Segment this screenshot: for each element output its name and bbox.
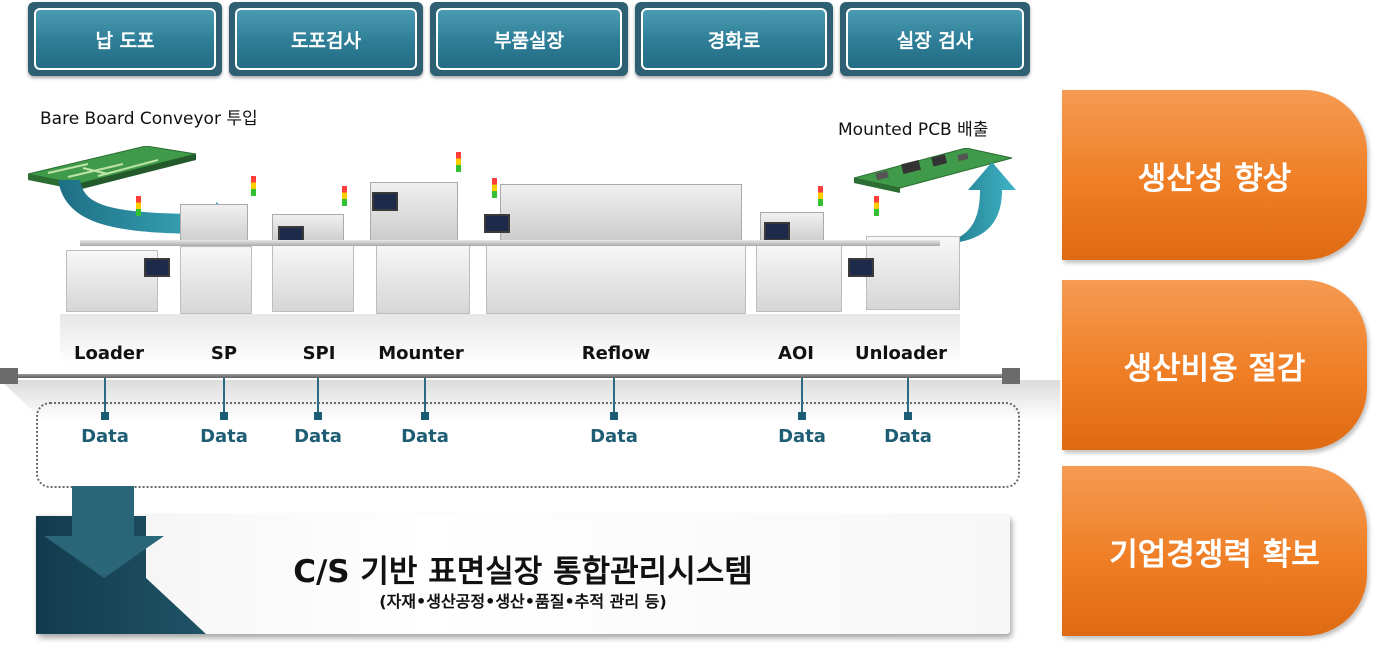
system-subtitle: (자재•생산공정•생산•품질•추적 관리 등)	[379, 592, 667, 611]
benefit-competitiveness: 기업경쟁력 확보	[1062, 466, 1367, 636]
output-arrow-icon	[936, 162, 1016, 244]
data-labels: Data Data Data Data Data Data Data	[0, 424, 1000, 454]
machine-label-aoi: AOI	[778, 343, 814, 364]
step-reflow: 경화로	[635, 2, 833, 76]
data-collection-area	[36, 402, 1020, 488]
loader-signal-lamp	[136, 196, 141, 216]
data-tap-node	[314, 412, 322, 420]
down-arrow-icon	[36, 486, 206, 634]
data-tap-line	[424, 378, 426, 414]
step-mount-inspection: 실장 검사	[840, 2, 1030, 76]
data-tap-node	[904, 412, 912, 420]
data-tap-node	[421, 412, 429, 420]
sp-machine	[180, 246, 252, 314]
output-caption: Mounted PCB 배출	[838, 120, 989, 140]
data-label-mounter: Data	[401, 426, 449, 447]
network-bus	[10, 374, 1014, 378]
mounted-pcb-icon	[854, 148, 1013, 193]
machine-label-sp: SP	[210, 343, 238, 364]
step-label: 부품실장	[436, 8, 622, 70]
network-bus-shadow	[0, 380, 1060, 420]
reflow-signal-lamp	[492, 178, 497, 198]
reflow-oven	[486, 244, 746, 314]
mounter-signal-lamp	[456, 152, 461, 172]
machine-labels: Loader SP SPI Mounter Reflow AOI Unloade…	[0, 340, 1000, 370]
reflow-screen	[484, 214, 510, 233]
step-component-mount: 부품실장	[430, 2, 628, 76]
mounter-machine	[376, 244, 470, 314]
unloader-signal-lamp	[874, 196, 879, 216]
step-solder-paste: 납 도포	[28, 2, 222, 76]
step-label: 실장 검사	[846, 8, 1024, 70]
data-label-reflow: Data	[590, 426, 638, 447]
bare-pcb-icon	[28, 146, 197, 190]
data-label-spi: Data	[294, 426, 342, 447]
data-label-sp: Data	[200, 426, 248, 447]
aoi-screen	[764, 222, 790, 241]
reflow-oven-hood	[500, 184, 742, 246]
loader-screen	[144, 258, 170, 277]
benefit-productivity: 생산성 향상	[1062, 90, 1367, 260]
management-system-box: C/S 기반 표면실장 통합관리시스템 (자재•생산공정•생산•품질•추적 관리…	[36, 514, 1010, 634]
data-tap-line	[223, 378, 225, 414]
mounter-screen	[372, 192, 398, 211]
data-label-aoi: Data	[778, 426, 826, 447]
sp-signal-lamp	[251, 176, 256, 196]
conveyor-rail	[80, 240, 940, 246]
data-tap-node	[610, 412, 618, 420]
input-caption: Bare Board Conveyor 투입	[40, 109, 258, 129]
benefit-cost-reduction: 생산비용 절감	[1062, 280, 1367, 450]
step-label: 납 도포	[34, 8, 216, 70]
data-tap-line	[317, 378, 319, 414]
machine-label-spi: SPI	[302, 343, 336, 364]
step-label: 도포검사	[235, 8, 417, 70]
data-tap-node	[798, 412, 806, 420]
machine-label-loader: Loader	[74, 343, 144, 364]
spi-machine	[272, 244, 354, 312]
data-tap-line	[801, 378, 803, 414]
data-tap-node	[220, 412, 228, 420]
smt-line-illustration	[0, 140, 1060, 370]
data-tap-node	[101, 412, 109, 420]
data-tap-line	[104, 378, 106, 414]
data-label-unloader: Data	[884, 426, 932, 447]
data-tap-line	[907, 378, 909, 414]
loader-machine	[66, 250, 158, 312]
spi-signal-lamp	[342, 186, 347, 206]
floor-reflection	[60, 314, 960, 364]
data-taps	[0, 376, 1000, 456]
aoi-signal-lamp	[818, 186, 823, 206]
bus-end-left	[0, 368, 18, 384]
step-label: 경화로	[641, 8, 827, 70]
system-title: C/S 기반 표면실장 통합관리시스템	[293, 554, 753, 590]
step-paste-inspection: 도포검사	[229, 2, 423, 76]
data-label-loader: Data	[81, 426, 129, 447]
data-tap-line	[613, 378, 615, 414]
machine-label-unloader: Unloader	[854, 343, 948, 364]
bus-end-right	[1002, 368, 1020, 384]
aoi-machine	[756, 244, 842, 312]
machine-label-reflow: Reflow	[581, 343, 651, 364]
unloader-machine	[866, 236, 960, 310]
machine-label-mounter: Mounter	[378, 343, 464, 364]
process-steps: 납 도포 도포검사 부품실장 경화로 실장 검사	[0, 0, 1040, 80]
unloader-screen	[848, 258, 874, 277]
